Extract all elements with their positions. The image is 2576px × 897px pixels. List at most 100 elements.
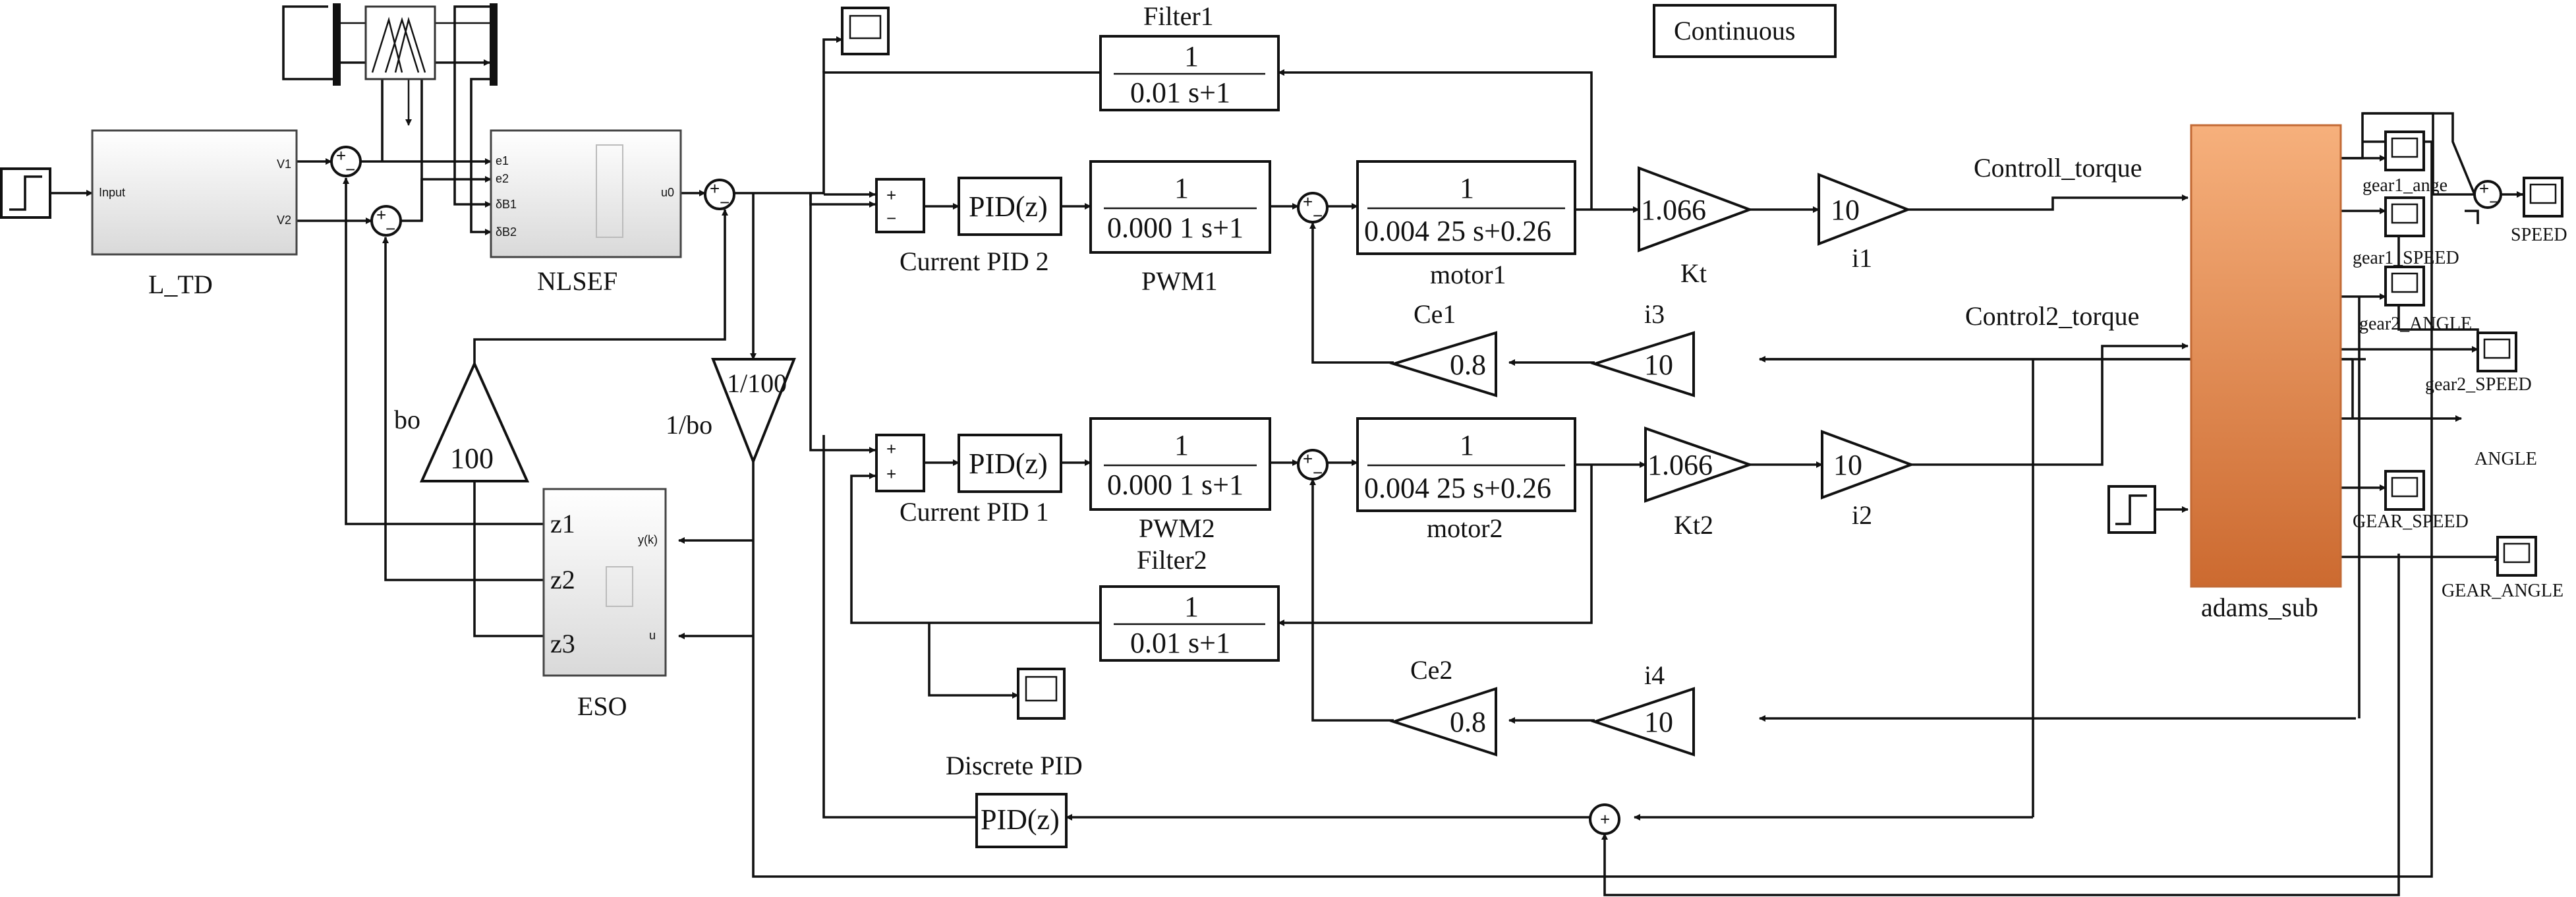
sum-block-e1[interactable]: + −	[330, 146, 362, 179]
port-e2: e2	[496, 172, 509, 185]
fuzzy-logic-controller[interactable]	[333, 3, 498, 86]
pwm2-den: 0.000 1 s+1	[1107, 469, 1244, 501]
inverse-bo-value: 1/100	[727, 368, 787, 398]
i4-value: 10	[1644, 706, 1673, 738]
current-pid2-label: Current PID 2	[900, 246, 1049, 276]
l-td-subsystem[interactable]: Input V1 V2 L_TD	[91, 129, 298, 299]
motor2-num: 1	[1460, 429, 1474, 461]
i3-value: 10	[1644, 349, 1673, 381]
sum-block-motor2[interactable]: + −	[1297, 449, 1329, 482]
discrete-pid-label: Discrete PID	[946, 751, 1083, 780]
signal-lines	[51, 5, 2524, 896]
continuous-label: Continuous	[1674, 16, 1795, 45]
pwm1-den: 0.000 1 s+1	[1107, 212, 1244, 244]
kt2-label: Kt2	[1674, 510, 1713, 540]
gear1-ange-label: gear1_ange	[2362, 175, 2447, 196]
pwm1-block[interactable]: 1 0.000 1 s+1 PWM1	[1089, 160, 1271, 296]
i1-gain[interactable]: 10 i1	[1818, 173, 1912, 273]
kt-value: 1.066	[1641, 194, 1706, 226]
inverse-bo-label: 1/bo	[666, 410, 712, 440]
port-e1: e1	[496, 154, 509, 167]
filter2-label: Filter2	[1137, 545, 1207, 575]
scope-gear1-speed[interactable]: gear1_SPEED	[2353, 196, 2459, 268]
plus-sign: +	[886, 439, 896, 459]
pid1-label: PID(z)	[969, 448, 1048, 480]
discrete-pid-content: PID(z)	[981, 803, 1060, 836]
control2-torque-label: Control2_torque	[1965, 301, 2139, 331]
nlsef-label: NLSEF	[537, 266, 617, 296]
sum-block-u[interactable]: + −	[704, 179, 735, 212]
inverse-bo-gain[interactable]: 1/100 1/bo	[666, 358, 796, 465]
port-u: u	[649, 629, 656, 642]
controll-torque-label: Controll_torque	[1974, 153, 2142, 183]
gear-speed-label: GEAR_SPEED	[2353, 511, 2469, 532]
continuous-solver-block[interactable]: Continuous	[1653, 4, 1837, 58]
i2-gain[interactable]: 10 i2	[1821, 430, 1915, 530]
adams-sub-label: adams_sub	[2201, 593, 2318, 622]
i3-label: i3	[1644, 299, 1665, 329]
port-v1: V1	[277, 158, 291, 171]
eso-label: ESO	[577, 691, 627, 721]
gear2-angle-label: gear2_ANGLE	[2359, 314, 2472, 334]
motor1-block[interactable]: 1 0.004 25 s+0.26 motor1	[1356, 160, 1576, 289]
i4-label: i4	[1644, 660, 1665, 690]
ce1-label: Ce1	[1414, 299, 1456, 329]
kt-gain[interactable]: 1.066 Kt	[1638, 166, 1754, 288]
scope-speed[interactable]: SPEED	[2511, 177, 2567, 245]
i1-value: 10	[1831, 194, 1860, 226]
port-z1: z1	[550, 509, 575, 538]
sum-block-speed[interactable]: + −	[2473, 179, 2502, 212]
sum-block-pid2[interactable]: + −	[875, 178, 925, 233]
i2-label: i2	[1852, 500, 1872, 530]
step-source-1[interactable]	[0, 167, 51, 219]
port-u0: u0	[661, 186, 674, 199]
discrete-pid-block[interactable]: PID(z) Discrete PID	[946, 751, 1083, 848]
i4-gain[interactable]: 10 i4	[1590, 660, 1695, 757]
ce2-gain[interactable]: 0.8 Ce2	[1389, 655, 1497, 757]
plus-sign: +	[1303, 192, 1313, 212]
motor2-label: motor2	[1427, 513, 1503, 543]
scope-current-ref[interactable]	[841, 7, 890, 55]
minus-sign: −	[886, 208, 896, 228]
eso-subsystem[interactable]: z1 z2 z3 y(k) u ESO	[542, 488, 667, 721]
plus-sign: +	[1600, 809, 1610, 829]
sum-block-motor1[interactable]: + −	[1297, 192, 1329, 225]
step-source-2[interactable]	[2107, 485, 2156, 534]
sum-block-bottom[interactable]: +	[1589, 803, 1620, 835]
kt-label: Kt	[1680, 258, 1707, 288]
plus-sign: +	[336, 146, 346, 165]
scope-gear2-angle[interactable]: gear2_ANGLE	[2359, 266, 2472, 334]
minus-sign: −	[345, 159, 355, 179]
port-db2: δB2	[496, 225, 517, 239]
sum-block-e2[interactable]: + −	[370, 205, 402, 239]
pwm2-block[interactable]: 1 0.000 1 s+1 PWM2 Filter2	[1089, 417, 1271, 575]
current-pid2-block[interactable]: PID(z) Current PID 2	[900, 177, 1062, 276]
port-input: Input	[99, 186, 125, 199]
scope-gear1-ange[interactable]: gear1_ange	[2362, 130, 2447, 196]
bo-label: bo	[394, 405, 420, 434]
port-yk: y(k)	[638, 533, 658, 546]
i3-gain[interactable]: 10 i3	[1590, 299, 1695, 397]
pwm2-label: PWM2	[1139, 513, 1215, 543]
gear1-speed-label: gear1_SPEED	[2353, 248, 2459, 268]
filter2-block[interactable]: 1 0.01 s+1	[1099, 585, 1280, 662]
sum-block-pid1[interactable]: + +	[875, 434, 925, 492]
scope-gear2-speed[interactable]: gear2_SPEED	[2425, 332, 2532, 395]
filter2-den: 0.01 s+1	[1130, 627, 1230, 659]
nlsef-subsystem[interactable]: e1 e2 δB1 δB2 u0 NLSEF	[490, 129, 682, 296]
motor2-den: 0.004 25 s+0.26	[1364, 472, 1551, 504]
minus-sign: −	[1313, 463, 1323, 482]
ce1-gain[interactable]: 0.8 Ce1	[1389, 299, 1497, 397]
motor1-den: 0.004 25 s+0.26	[1364, 215, 1551, 247]
adams-sub-block[interactable]: adams_sub	[2190, 124, 2342, 622]
ce2-value: 0.8	[1450, 706, 1486, 738]
bo-gain[interactable]: 100 bo	[394, 361, 530, 482]
scope-gear-angle[interactable]: GEAR_ANGLE	[2442, 536, 2563, 601]
motor2-block[interactable]: 1 0.004 25 s+0.26 motor2	[1356, 417, 1576, 543]
scope-filter2[interactable]	[1017, 668, 1066, 720]
kt2-gain[interactable]: 1.066 Kt2	[1644, 426, 1754, 540]
scope-gear-speed[interactable]: GEAR_SPEED	[2353, 470, 2469, 532]
current-pid1-block[interactable]: PID(z) Current PID 1	[900, 434, 1062, 527]
gear2-speed-label: gear2_SPEED	[2425, 374, 2532, 395]
filter1-block[interactable]: 1 0.01 s+1 Filter1	[1099, 1, 1280, 111]
